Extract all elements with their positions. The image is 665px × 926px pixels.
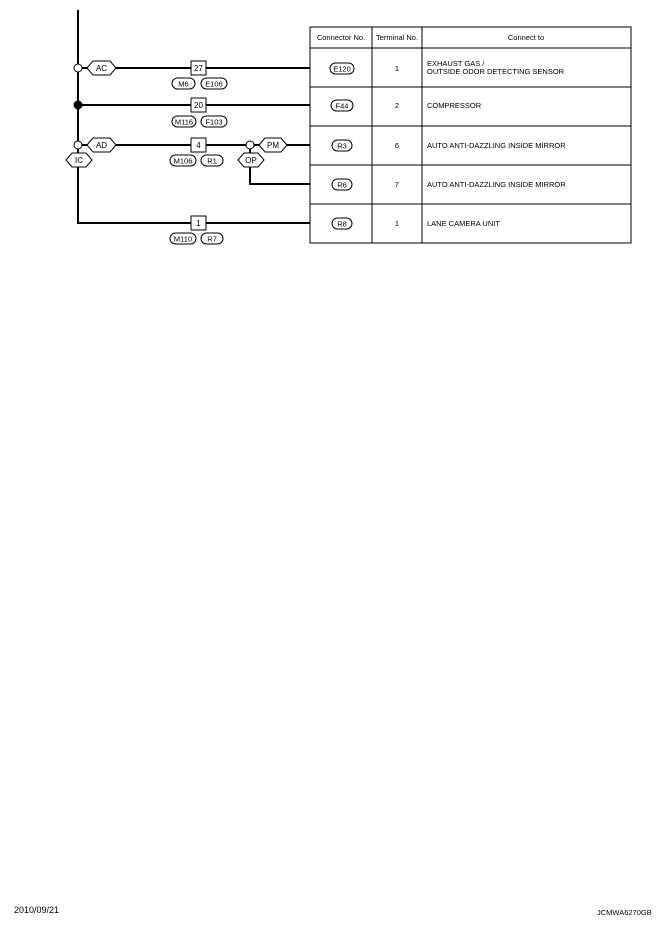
footer-date: 2010/09/21: [14, 905, 60, 915]
connector-label: M110: [174, 235, 192, 244]
connector-pill: [200, 154, 224, 167]
connector-pill: [331, 139, 353, 152]
connector-label: M106: [174, 157, 193, 166]
row-connect-to: EXHAUST GAS /: [427, 59, 485, 68]
row-terminal: 1: [395, 64, 399, 73]
row-connector: R6: [337, 181, 347, 190]
connector-label: E106: [205, 80, 223, 89]
footer-code: JCMWA6270GB: [597, 908, 652, 917]
connector-pill: [200, 77, 228, 90]
row-connector: F44: [336, 102, 349, 111]
terminal-1: 1 M110 R7: [169, 215, 224, 245]
row-connect-to: OUTSIDE ODOR DETECTING SENSOR: [427, 67, 565, 76]
connector-pill: [169, 154, 197, 167]
flag-pm: PM: [258, 137, 288, 153]
flag-ac-label: AC: [96, 64, 107, 73]
row-connect-to: AUTO ANTI-DAZZLING INSIDE MIRROR: [427, 180, 566, 189]
open-junction: [73, 140, 83, 150]
row-terminal: 7: [395, 180, 399, 189]
flag-op: OP: [237, 152, 265, 168]
row-terminal: 1: [395, 219, 399, 228]
row-terminal: 6: [395, 141, 399, 150]
connector-label: M6: [178, 80, 188, 89]
connector-pill: [200, 115, 228, 128]
row-connector: E120: [333, 65, 351, 74]
terminal-number: 1: [196, 219, 201, 228]
terminal-number: 20: [194, 101, 203, 110]
connector-label: F103: [205, 118, 222, 127]
header-terminal-no: Terminal No.: [376, 33, 418, 42]
connector-label: R1: [207, 157, 217, 166]
terminal-number: 4: [196, 141, 201, 150]
connector-pill: [171, 77, 196, 90]
solid-junction: [73, 100, 83, 110]
row-connector: R3: [337, 142, 347, 151]
header-connector-no: Connector No.: [317, 33, 365, 42]
connector-table: Connector No. Terminal No. Connect to E1…: [309, 26, 632, 244]
row-connector: R8: [337, 220, 347, 229]
terminal-4: 4 M106 R1: [169, 137, 224, 167]
connector-label: R7: [207, 235, 217, 244]
connector-pill: [330, 99, 354, 112]
terminal-27: 27 M6 E106: [171, 60, 228, 90]
row-connect-to: AUTO ANTI-DAZZLING INSIDE MIRROR: [427, 141, 566, 150]
header-connect-to: Connect to: [508, 33, 544, 42]
row-connect-to: LANE CAMERA UNIT: [427, 219, 500, 228]
open-junction: [245, 140, 255, 150]
flag-ic-label: IC: [75, 156, 83, 165]
flag-ad-label: AD: [96, 141, 107, 150]
open-junction: [73, 63, 83, 73]
connector-label: M116: [175, 118, 193, 127]
flag-op-label: OP: [245, 156, 257, 165]
row-terminal: 2: [395, 101, 399, 110]
connector-pill: [329, 62, 355, 75]
flag-ac: AC: [86, 60, 117, 76]
connector-pill: [200, 232, 224, 245]
connector-pill: [169, 232, 197, 245]
flag-ic: IC: [65, 152, 93, 168]
terminal-20: 20 M116 F103: [171, 97, 228, 128]
connector-pill: [171, 115, 197, 128]
row-connect-to: COMPRESSOR: [427, 101, 482, 110]
flag-ad: AD: [86, 137, 117, 153]
connector-pill: [331, 178, 353, 191]
flag-pm-label: PM: [267, 141, 279, 150]
terminal-number: 27: [194, 64, 203, 73]
connector-pill: [331, 217, 353, 230]
